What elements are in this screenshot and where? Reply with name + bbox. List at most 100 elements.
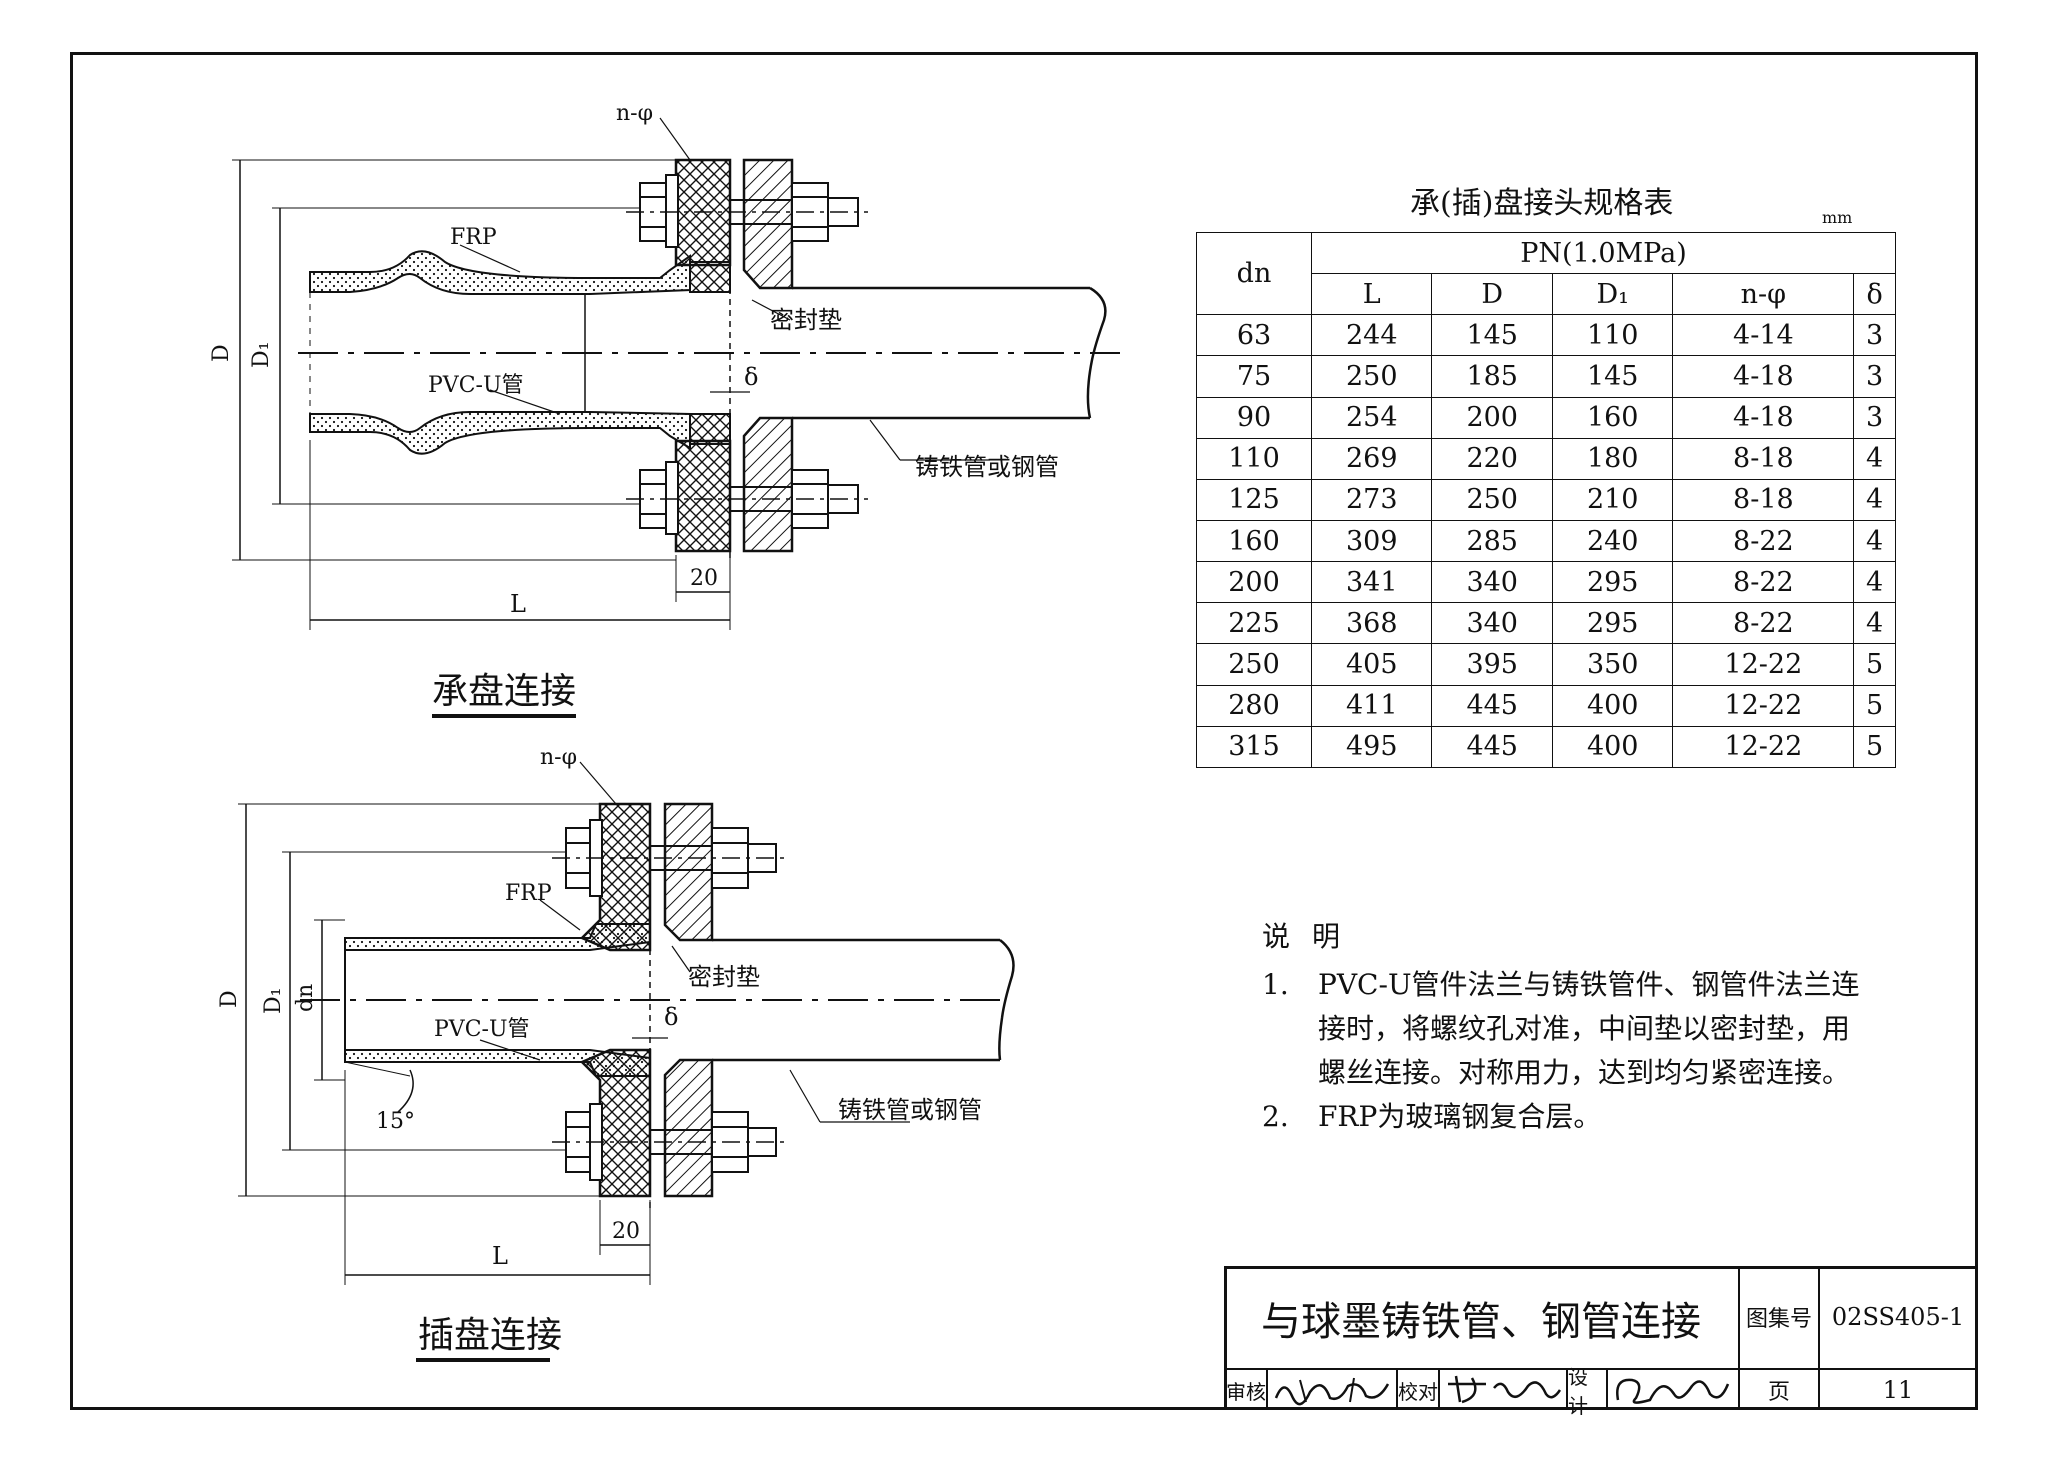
spigot-flange-diagram: n-φ FRP PVC-U管 密封垫 δ 铸铁管或钢管 15° D D₁ dn … bbox=[217, 745, 1015, 1285]
cell-dn: 125 bbox=[1196, 478, 1312, 522]
cell-D1: 240 bbox=[1551, 519, 1674, 563]
cell-dn: 225 bbox=[1196, 602, 1312, 645]
cell-delta: 5 bbox=[1853, 725, 1896, 769]
cell-D1: 295 bbox=[1551, 602, 1674, 645]
cell-dn: 200 bbox=[1196, 561, 1312, 604]
cell-D1: 210 bbox=[1551, 478, 1674, 522]
seal-label: 密封垫 bbox=[688, 963, 760, 991]
tb-divider bbox=[1818, 1266, 1820, 1410]
note-1-line2: 接时，将螺纹孔对准，中间垫以密封垫，用 bbox=[1318, 1012, 1851, 1045]
tb-divider bbox=[1438, 1368, 1440, 1410]
dim-D-label: D bbox=[209, 344, 234, 362]
bolt-hole-label: n-φ bbox=[540, 745, 577, 770]
review-label: 审核 bbox=[1226, 1379, 1266, 1404]
header-D: D bbox=[1431, 273, 1553, 316]
pvc-label: PVC-U管 bbox=[428, 373, 524, 398]
cell-dn: 250 bbox=[1196, 643, 1312, 686]
cell-n-phi: 8-22 bbox=[1672, 561, 1855, 604]
cell-L: 269 bbox=[1310, 437, 1433, 480]
cell-D: 285 bbox=[1431, 519, 1553, 563]
cell-delta: 3 bbox=[1853, 396, 1896, 439]
cell-delta: 4 bbox=[1853, 437, 1896, 480]
tb-divider bbox=[1566, 1368, 1568, 1410]
tb-divider bbox=[1224, 1368, 1978, 1370]
header-dn: dn bbox=[1196, 231, 1312, 316]
tb-divider bbox=[1266, 1368, 1268, 1410]
frp-label: FRP bbox=[505, 881, 552, 906]
cell-D1: 110 bbox=[1551, 314, 1674, 357]
cell-D: 445 bbox=[1431, 725, 1553, 769]
cell-D: 445 bbox=[1431, 684, 1553, 727]
cell-n-phi: 12-22 bbox=[1672, 725, 1855, 769]
cell-L: 495 bbox=[1310, 725, 1433, 769]
cell-D: 200 bbox=[1431, 396, 1553, 439]
atlas-label: 图集号 bbox=[1745, 1307, 1812, 1332]
dim-D1-label: D₁ bbox=[249, 342, 274, 368]
cell-L: 405 bbox=[1310, 643, 1433, 686]
cell-D1: 400 bbox=[1551, 684, 1674, 727]
cell-n-phi: 8-18 bbox=[1672, 478, 1855, 522]
delta-label: δ bbox=[664, 1003, 678, 1031]
cell-n-phi: 8-22 bbox=[1672, 519, 1855, 563]
cell-n-phi: 8-22 bbox=[1672, 602, 1855, 645]
cell-delta: 5 bbox=[1853, 684, 1896, 727]
note-2-number: 2. bbox=[1262, 1100, 1289, 1133]
cell-L: 341 bbox=[1310, 561, 1433, 604]
reviewer-signature bbox=[1274, 1377, 1390, 1406]
cell-D: 250 bbox=[1431, 478, 1553, 522]
iron-pipe-label: 铸铁管或钢管 bbox=[915, 453, 1059, 481]
cell-delta: 4 bbox=[1853, 519, 1896, 563]
drawing-title: 与球墨铸铁管、钢管连接 bbox=[1261, 1299, 1701, 1345]
dim-dn-label: dn bbox=[293, 984, 318, 1012]
cell-D: 185 bbox=[1431, 355, 1553, 398]
seal-label: 密封垫 bbox=[770, 306, 842, 334]
page-label: 页 bbox=[1767, 1380, 1790, 1405]
cell-D1: 295 bbox=[1551, 561, 1674, 604]
delta-label: δ bbox=[744, 363, 758, 391]
cell-delta: 5 bbox=[1853, 643, 1896, 686]
tb-divider bbox=[1738, 1266, 1740, 1410]
tb-divider bbox=[1396, 1368, 1398, 1410]
bolt-hole-label: n-φ bbox=[616, 101, 653, 126]
cell-dn: 280 bbox=[1196, 684, 1312, 727]
cell-D: 145 bbox=[1431, 314, 1553, 357]
cell-L: 244 bbox=[1310, 314, 1433, 357]
dim-D1-label: D₁ bbox=[261, 988, 286, 1014]
iron-pipe-label: 铸铁管或钢管 bbox=[838, 1096, 982, 1124]
cell-dn: 315 bbox=[1196, 725, 1312, 769]
cell-D: 395 bbox=[1431, 643, 1553, 686]
cell-n-phi: 12-22 bbox=[1672, 643, 1855, 686]
cell-delta: 3 bbox=[1853, 355, 1896, 398]
tb-divider bbox=[1606, 1368, 1608, 1410]
cell-D1: 400 bbox=[1551, 725, 1674, 769]
cell-dn: 160 bbox=[1196, 519, 1312, 563]
dim-L-label: L bbox=[510, 590, 526, 618]
page-number: 11 bbox=[1882, 1376, 1914, 1404]
notes-heading: 说明 bbox=[1262, 920, 1363, 953]
note-1-line1: PVC-U管件法兰与铸铁管件、钢管件法兰连 bbox=[1318, 968, 1860, 1001]
cell-delta: 3 bbox=[1853, 314, 1896, 357]
dim-L-label: L bbox=[492, 1242, 508, 1270]
spec-table-unit: mm bbox=[1822, 208, 1853, 227]
notes: 说明 1.PVC-U管件法兰与铸铁管件、钢管件法兰连 接时，将螺纹孔对准，中间垫… bbox=[1262, 915, 1862, 1139]
cell-dn: 90 bbox=[1196, 396, 1312, 439]
pvc-label: PVC-U管 bbox=[434, 1017, 530, 1042]
header-n-phi: n-φ bbox=[1672, 273, 1855, 316]
cell-D: 340 bbox=[1431, 602, 1553, 645]
design-label: 设计 bbox=[1568, 1365, 1588, 1418]
cell-L: 309 bbox=[1310, 519, 1433, 563]
checker-signature bbox=[1448, 1375, 1562, 1404]
cell-n-phi: 4-14 bbox=[1672, 314, 1855, 357]
note-2: 2.FRP为玻璃钢复合层。 bbox=[1262, 1095, 1862, 1139]
note-1-line3: 螺丝连接。对称用力，达到均匀紧密连接。 bbox=[1318, 1056, 1851, 1089]
note-1: 1.PVC-U管件法兰与铸铁管件、钢管件法兰连 bbox=[1262, 963, 1862, 1007]
cell-n-phi: 12-22 bbox=[1672, 684, 1855, 727]
dim-20-label: 20 bbox=[612, 1219, 640, 1244]
